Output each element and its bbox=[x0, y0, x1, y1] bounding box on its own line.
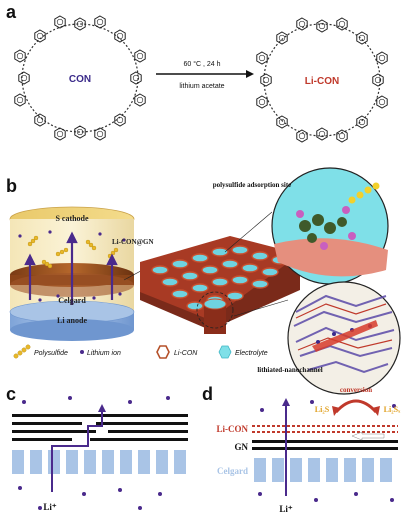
li-con-ring-structure bbox=[256, 17, 388, 143]
legend-lithium-ion-label: Lithium ion bbox=[87, 350, 121, 357]
con-label: CON bbox=[69, 74, 91, 85]
legend-li-con-label: Li-CON bbox=[174, 350, 198, 357]
nanochannel-zoom bbox=[233, 281, 401, 395]
celgard-label: Celgard bbox=[58, 296, 86, 305]
legend-electrolyte-label: Electrolyte bbox=[235, 350, 268, 357]
li2s-label: Li₂S bbox=[315, 405, 330, 414]
panel-d-li-con-label: Li-CON bbox=[217, 424, 249, 434]
panel-d-celgard-label: Celgard bbox=[217, 466, 248, 476]
legend-lithium-ion-swatch bbox=[80, 350, 84, 354]
panel-d-li-label: Li⁺ bbox=[279, 504, 293, 514]
reaction-condition-reagent: lithium acetate bbox=[179, 83, 224, 90]
panel-b-letter: b bbox=[6, 176, 17, 196]
panel-d-diagram bbox=[252, 398, 398, 502]
legend bbox=[13, 344, 232, 359]
separator-label: Li-CON@GN bbox=[112, 238, 154, 246]
legend-li-con-swatch bbox=[156, 345, 170, 359]
panel-d-gn-label: GN bbox=[235, 442, 249, 452]
nanochannel-label: lithiated-nanochannel bbox=[257, 366, 322, 374]
legend-electrolyte-swatch bbox=[218, 345, 232, 359]
conversion-label: conversion bbox=[340, 386, 372, 394]
panel-c-letter: c bbox=[6, 384, 17, 404]
legend-polysulfide-label: Polysulfide bbox=[34, 350, 68, 357]
li-anode-label: Li anode bbox=[57, 316, 87, 325]
panel-c-diagram bbox=[12, 396, 188, 510]
panel-a-letter: a bbox=[6, 2, 17, 22]
con-ring-structure bbox=[14, 15, 146, 141]
panel-d-letter: d bbox=[202, 384, 213, 404]
li-con-hexagon-sheet bbox=[140, 236, 300, 334]
panel-c-li-label: Li⁺ bbox=[43, 502, 57, 512]
legend-polysulfide-swatch bbox=[13, 344, 31, 359]
reaction-condition-temp: 60 °C , 24 h bbox=[183, 60, 220, 68]
s-cathode-label: S cathode bbox=[55, 214, 89, 223]
adsorption-site-zoom bbox=[224, 167, 389, 285]
li2sx-label: Li₂Sₓ bbox=[384, 405, 401, 414]
adsorption-site-title: polysulfide adsorption site bbox=[213, 181, 292, 189]
li-con-label: Li-CON bbox=[305, 76, 339, 87]
cell-schematic bbox=[9, 206, 135, 341]
